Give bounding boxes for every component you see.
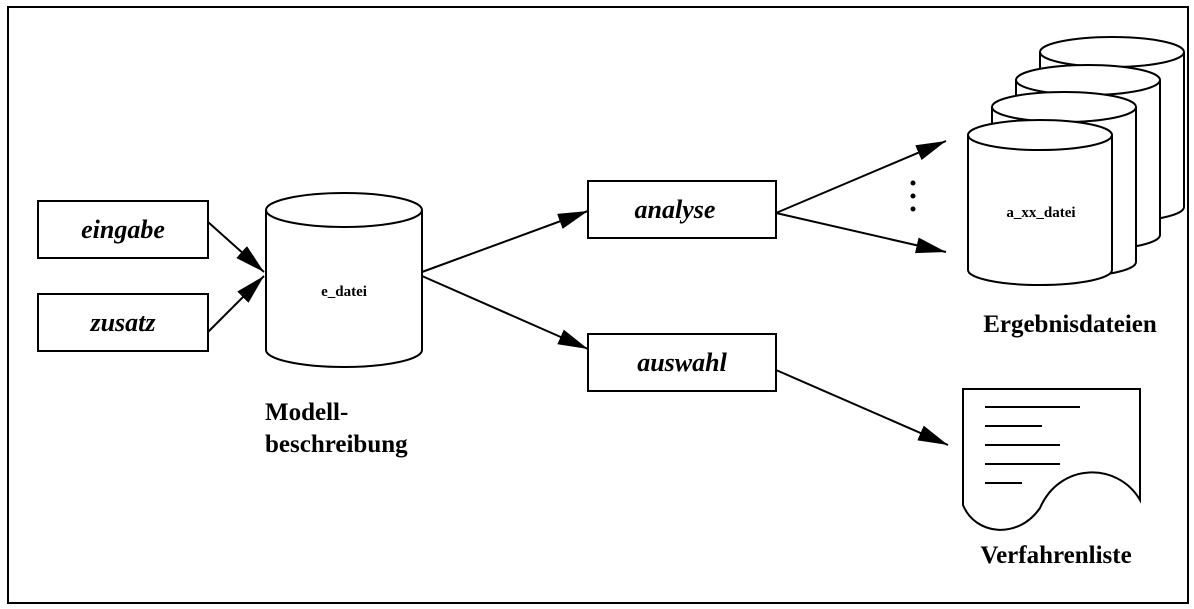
- process-auswahl-label: auswahl: [637, 348, 727, 377]
- diagram-frame: [7, 6, 1189, 604]
- database-results-label: a_xx_datei: [1006, 205, 1075, 221]
- arrow-model-to-analyse: [421, 210, 589, 273]
- document-report: [962, 388, 1141, 531]
- process-analyse-label: analyse: [635, 195, 716, 224]
- process-zusatz-label: zusatz: [89, 308, 156, 337]
- database-model-label: e_datei: [321, 284, 367, 300]
- caption-list: Verfahrenliste: [980, 542, 1131, 569]
- database-results-stack: a_xx_datei: [967, 36, 1185, 286]
- arrow-analyse-to-results-lower: [775, 212, 947, 254]
- process-analyse: analyse: [587, 180, 777, 239]
- database-results-front: a_xx_datei: [967, 119, 1113, 286]
- process-zusatz: zusatz: [37, 293, 209, 352]
- arrow-auswahl-to-list: [775, 369, 949, 446]
- database-model: e_datei: [265, 192, 423, 368]
- arrow-eingabe-to-model: [207, 221, 265, 273]
- arrow-zusatz-to-model: [207, 275, 265, 333]
- caption-model-line2: beschreibung: [265, 431, 408, 458]
- caption-model-line1: Modell-: [265, 399, 348, 426]
- process-eingabe-label: eingabe: [81, 215, 165, 244]
- ellipsis-dots: [910, 180, 916, 212]
- arrow-analyse-to-results-upper: [775, 140, 947, 214]
- caption-results: Ergebnisdateien: [983, 311, 1157, 338]
- process-eingabe: eingabe: [37, 200, 209, 259]
- process-auswahl: auswahl: [587, 333, 777, 392]
- arrow-model-to-auswahl: [421, 275, 589, 350]
